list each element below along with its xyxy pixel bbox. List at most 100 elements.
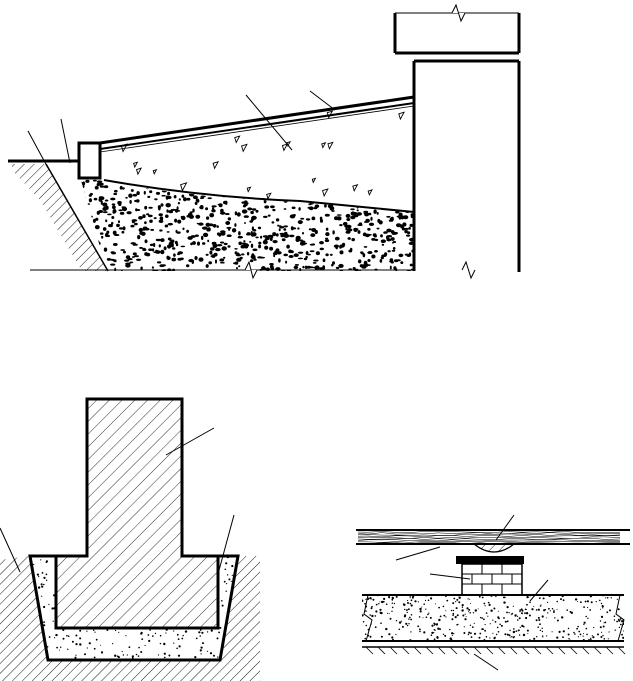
concrete-dot [59,649,61,651]
concrete-dot [427,599,430,602]
gravel-stone [299,267,302,271]
gravel-stone [237,235,243,239]
gravel-stone [274,272,276,276]
gravel-stone [304,265,308,269]
gravel-stone [361,195,367,198]
gravel-stone [293,265,299,270]
gravel-stone [192,195,198,200]
gravel-stone [335,200,340,203]
gravel-stone [241,176,247,181]
gravel-stone [131,219,138,222]
gravel-stone [192,208,195,213]
gravel-stone [244,182,247,187]
concrete-dot [529,601,531,603]
hatch-mark [497,646,506,655]
gravel-stone [155,174,159,178]
gravel-stone [282,270,286,271]
concrete-dot [604,621,607,624]
gravel-stone [342,242,346,247]
concrete-dot [425,616,428,618]
gravel-stone [297,220,303,225]
gravel-stone [199,197,204,200]
gravel-stone [95,241,101,246]
concrete-dot [468,631,471,634]
concrete-dot [51,607,54,610]
concrete-dot [364,637,367,640]
gravel-stone [194,256,198,260]
gravel-stone [139,246,143,249]
gravel-stone [348,198,353,201]
gravel-stone [392,202,396,204]
concrete-dot [144,644,146,647]
gravel-stone [241,185,247,189]
gravel-stone [209,213,215,218]
gravel-stone [222,170,226,171]
gravel-stone [214,185,218,189]
gravel-stone [329,274,332,276]
gravel-stone [181,168,184,170]
concrete-dot [36,573,40,576]
concrete-dot [592,636,595,639]
concrete-dot [546,617,548,619]
gravel-stone [304,170,310,174]
gravel-stone [380,173,383,178]
gravel-stone [251,208,257,211]
gravel-stone [202,242,206,245]
gravel-stone [74,190,78,192]
concrete-dot [141,638,144,640]
concrete-dot [176,633,179,636]
concrete-dot [40,559,42,561]
gravel-stone [276,251,282,255]
gravel-stone [393,190,396,194]
aggregate-mark [180,182,188,192]
gravel-stone [167,191,171,196]
concrete-dot [391,636,394,639]
concrete-dot [483,639,486,641]
gravel-stone [177,219,182,224]
gravel-stone [289,214,296,219]
gravel-stone [210,172,213,175]
gravel-stone [319,241,324,245]
gravel-stone [167,170,172,172]
concrete-dot [375,603,378,606]
concrete-dot [492,619,494,621]
gravel-stone [279,232,286,235]
gravel-stone [114,234,120,236]
concrete-dot [380,622,382,624]
concrete-dot [231,564,234,568]
concrete-dot [489,623,491,625]
gravel-stone [258,176,264,180]
gravel-stone [373,203,377,207]
gravel-stone [332,179,339,182]
concrete-dot [600,636,603,638]
gravel-stone [166,256,171,260]
concrete-dot [417,625,420,628]
concrete-dot [497,617,500,620]
concrete-dot [451,618,454,621]
gravel-stone [63,167,66,169]
gravel-stone [212,243,218,248]
gravel-stone [216,244,223,247]
gravel-stone [236,167,241,170]
gravel-stone [96,210,100,215]
hatch-mark [473,646,482,655]
gravel-stone [328,183,334,187]
gravel-stone [305,218,311,221]
gravel-stone [185,273,189,275]
gravel-stone [354,268,359,271]
gravel-stone [333,244,339,248]
concrete-dot [435,603,436,605]
gravel-stone [234,261,239,265]
concrete-dot [567,627,570,630]
concrete-dot [385,627,388,631]
gravel-stone [275,218,280,222]
gravel-fill [63,166,414,276]
gravel-stone [178,198,181,201]
gravel-stone [74,198,76,201]
gravel-stone [238,265,241,268]
gravel-stone [112,259,117,262]
gravel-stone [396,166,399,168]
aggregate-mark [234,135,241,144]
concrete-dot [453,597,456,600]
concrete-dot [562,599,565,602]
